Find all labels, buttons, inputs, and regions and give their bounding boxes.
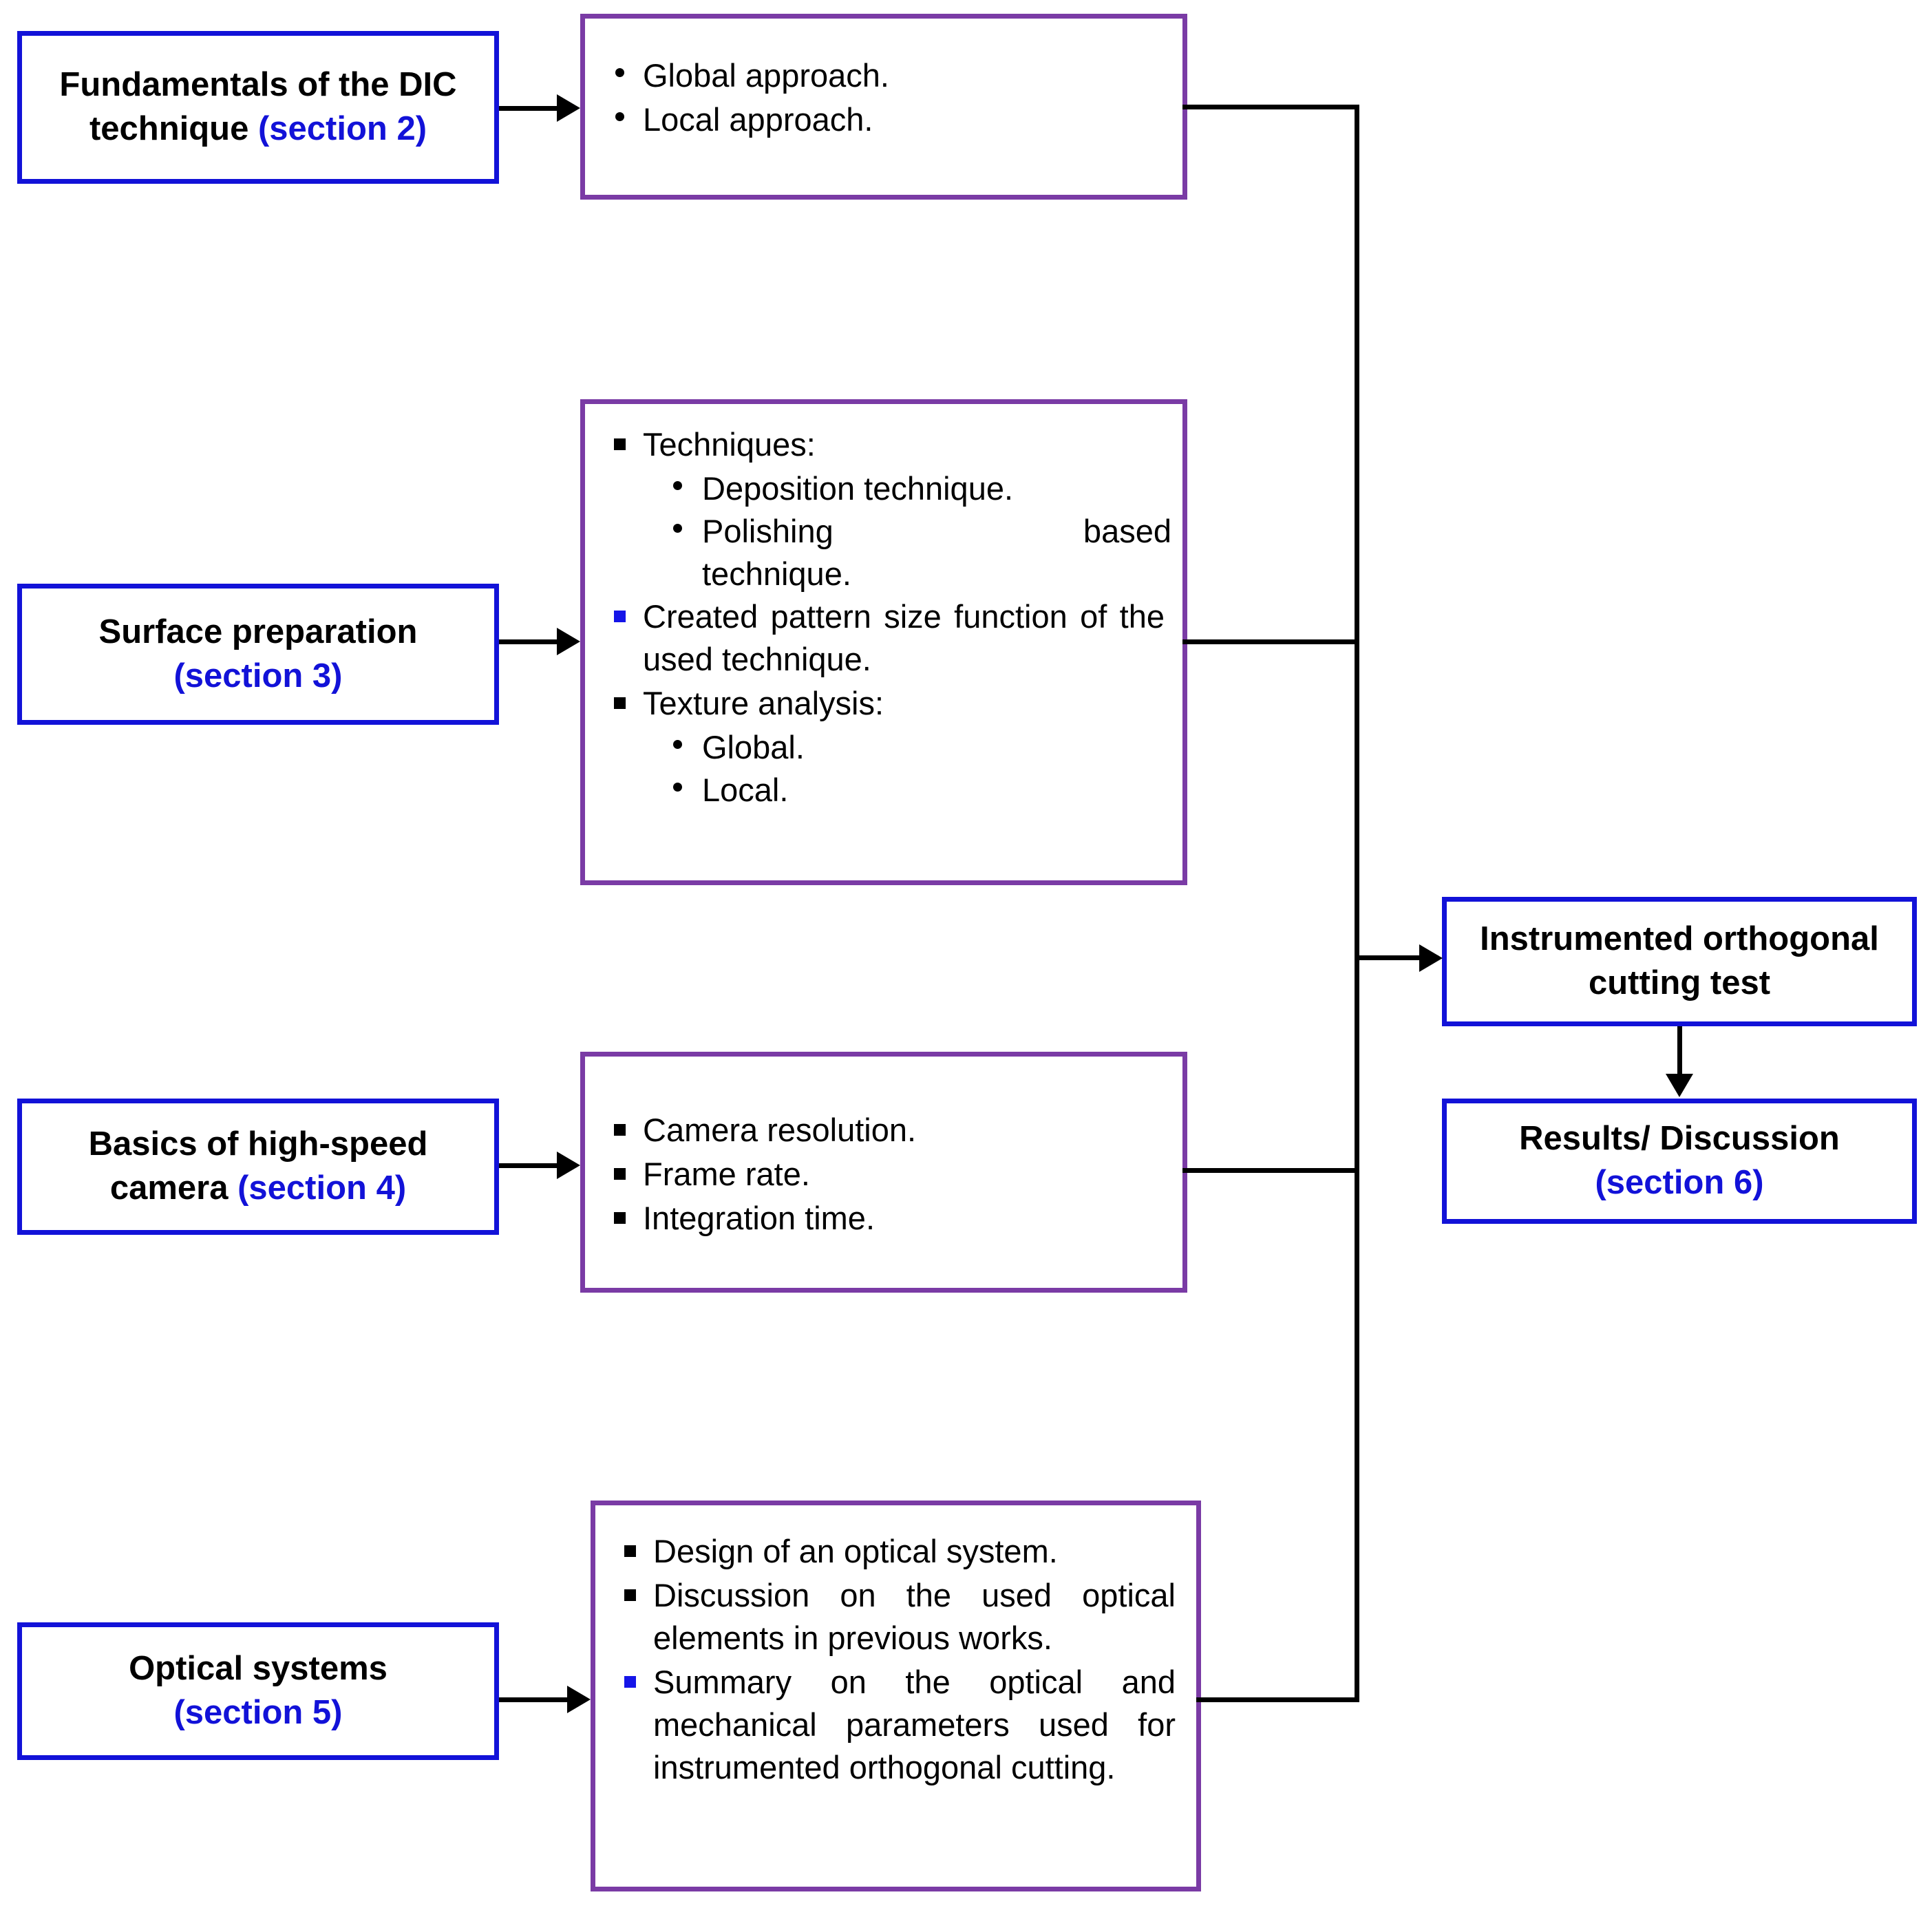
node-optical-systems-section: (section 5) <box>173 1694 343 1731</box>
node-high-speed-camera-label: Basics of high-speed camera <box>88 1125 428 1207</box>
arrowhead-optical-to-detail <box>567 1686 591 1713</box>
arrowhead-spine-to-cutting-test <box>1419 944 1443 972</box>
node-results-section: (section 6) <box>1595 1164 1764 1201</box>
node-high-speed-camera-section: (section 4) <box>237 1169 407 1207</box>
node-fundamentals[interactable]: Fundamentals of the DIC technique (secti… <box>17 31 499 184</box>
node-fundamentals-section: (section 2) <box>257 110 427 147</box>
node-fundamentals-text: Fundamentals of the DIC technique (secti… <box>40 63 476 151</box>
list-item: Texture analysis: <box>585 682 1182 725</box>
arrowhead-surface-to-detail <box>557 628 580 655</box>
list-item: Deposition technique. <box>585 467 1182 510</box>
panel-optical-list: Design of an optical system. Discussion … <box>595 1505 1196 1789</box>
panel-dic-list: Global approach. Local approach. <box>585 19 1182 141</box>
connector-camera-to-detail <box>499 1163 560 1168</box>
connector-cutting-test-to-results <box>1677 1026 1682 1076</box>
list-item: Global. <box>585 726 1182 769</box>
panel-surface-sublist-techniques: Deposition technique. Polishing based te… <box>585 467 1182 595</box>
node-results-label: Results/ Discussion <box>1519 1120 1840 1158</box>
node-results[interactable]: Results/ Discussion (section 6) <box>1442 1099 1917 1224</box>
list-item: Integration time. <box>585 1197 1182 1240</box>
panel-dic-details: Global approach. Local approach. <box>580 14 1187 200</box>
node-surface-preparation[interactable]: Surface preparation (section 3) <box>17 584 499 725</box>
node-cutting-test-text: Instrumented orthogonal cutting test <box>1465 918 1894 1005</box>
arrowhead-cutting-test-to-results <box>1666 1074 1693 1097</box>
panel-surface-sublist-texture: Global. Local. <box>585 726 1182 812</box>
node-high-speed-camera-text: Basics of high-speed camera (section 4) <box>40 1123 476 1210</box>
list-item: Global approach. <box>585 54 1182 97</box>
connector-optical-to-spine <box>1196 1697 1359 1702</box>
node-surface-preparation-label: Surface preparation <box>98 613 418 650</box>
panel-camera-list: Camera resolution. Frame rate. Integrati… <box>585 1057 1182 1240</box>
arrowhead-camera-to-detail <box>557 1152 580 1179</box>
list-item: Techniques: <box>585 423 1182 466</box>
list-item: Summary on the optical and mechanical pa… <box>595 1661 1196 1789</box>
node-cutting-test-label: Instrumented orthogonal cutting test <box>1480 920 1879 1001</box>
list-item-line: Polishing based <box>702 513 1171 550</box>
node-surface-preparation-text: Surface preparation (section 3) <box>99 611 418 698</box>
node-optical-systems[interactable]: Optical systems (section 5) <box>17 1622 499 1760</box>
list-item-line: technique. <box>702 555 851 593</box>
node-optical-systems-label: Optical systems <box>129 1650 388 1688</box>
node-surface-preparation-section: (section 3) <box>173 657 343 695</box>
node-cutting-test[interactable]: Instrumented orthogonal cutting test <box>1442 897 1917 1026</box>
panel-surface-list: Techniques: <box>585 404 1182 466</box>
list-item: Created pattern size function of the use… <box>585 595 1182 681</box>
panel-camera-details: Camera resolution. Frame rate. Integrati… <box>580 1052 1187 1293</box>
node-optical-systems-text: Optical systems (section 5) <box>129 1647 388 1735</box>
connector-camera-to-spine <box>1182 1168 1359 1173</box>
list-item: Polishing based technique. <box>585 510 1182 595</box>
connector-dic-to-spine <box>1182 105 1359 109</box>
panel-surface-list-2: Created pattern size function of the use… <box>585 595 1182 725</box>
list-item: Discussion on the used optical elements … <box>595 1574 1196 1660</box>
list-item: Frame rate. <box>585 1153 1182 1196</box>
list-item: Local. <box>585 769 1182 812</box>
node-high-speed-camera[interactable]: Basics of high-speed camera (section 4) <box>17 1099 499 1235</box>
list-item: Camera resolution. <box>585 1109 1182 1152</box>
connector-spine-to-cutting-test <box>1355 955 1439 960</box>
panel-optical-details: Design of an optical system. Discussion … <box>591 1501 1201 1891</box>
node-results-text: Results/ Discussion (section 6) <box>1519 1117 1840 1205</box>
panel-surface-details: Techniques: Deposition technique. Polish… <box>580 399 1187 885</box>
node-fundamentals-label: Fundamentals of the DIC technique <box>59 66 457 147</box>
connector-vertical-spine <box>1355 105 1359 1702</box>
connector-surface-to-detail <box>499 639 560 644</box>
connector-fundamentals-to-dic <box>499 106 560 111</box>
list-item: Design of an optical system. <box>595 1530 1196 1573</box>
connector-surface-to-spine <box>1182 639 1359 644</box>
list-item: Local approach. <box>585 98 1182 141</box>
arrowhead-fundamentals-to-dic <box>557 94 580 122</box>
connector-optical-to-detail <box>499 1697 570 1702</box>
